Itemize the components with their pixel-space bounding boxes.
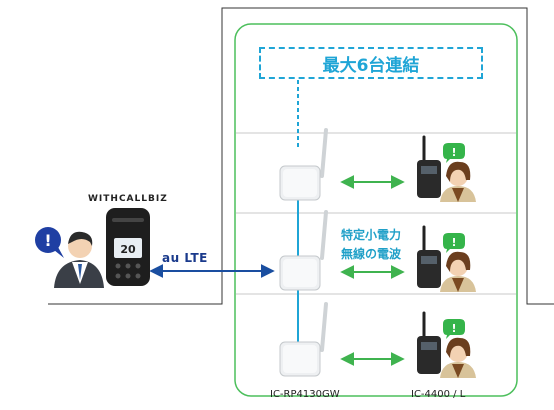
repeater-device bbox=[279, 302, 328, 377]
transceiver-with-staff: ! bbox=[417, 225, 476, 292]
transceiver-model-label: IC-4400 / L bbox=[411, 389, 466, 400]
building-outline bbox=[48, 7, 554, 305]
repeater-model-label: IC-RP4130GW bbox=[270, 389, 340, 400]
radio-wave-label: 無線の電波 bbox=[341, 247, 402, 261]
max-units-title: 最大6台連結 bbox=[259, 47, 483, 79]
svg-text:!: ! bbox=[451, 146, 456, 159]
lte-handset-device: 20 bbox=[106, 208, 150, 286]
svg-text:!: ! bbox=[451, 322, 456, 335]
businessman-figure bbox=[54, 231, 104, 288]
svg-text:!: ! bbox=[451, 236, 456, 249]
transceiver-with-staff: ! bbox=[417, 311, 476, 378]
repeater-device bbox=[279, 128, 328, 201]
svg-text:!: ! bbox=[44, 231, 51, 250]
lte-link-label: au LTE bbox=[162, 251, 208, 265]
handset-display: 20 bbox=[120, 243, 136, 256]
transceiver-with-staff: ! bbox=[417, 135, 476, 202]
repeater-group-frame bbox=[234, 23, 518, 397]
alert-bubble-icon: ! bbox=[35, 227, 64, 258]
brand-logo: WITHCALLBIZ bbox=[88, 194, 168, 204]
radio-wave-label: 特定小電力 bbox=[341, 228, 402, 242]
repeater-device bbox=[279, 210, 328, 291]
